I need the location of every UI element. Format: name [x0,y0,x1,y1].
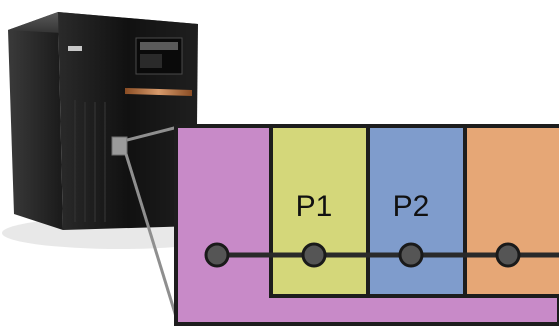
partition-extra [463,124,559,298]
partition-p2 [366,124,467,298]
bus-node-icon [398,242,424,268]
partition-p1-label: P1 [296,190,333,223]
zoom-connector [124,125,180,324]
bus-node-icon [301,242,327,268]
partition-p2-label: P2 [393,190,430,223]
partition-p1 [269,124,370,298]
bus-node-icon [204,242,230,268]
server-tower-icon [2,12,238,249]
bus-node-icon [495,242,521,268]
